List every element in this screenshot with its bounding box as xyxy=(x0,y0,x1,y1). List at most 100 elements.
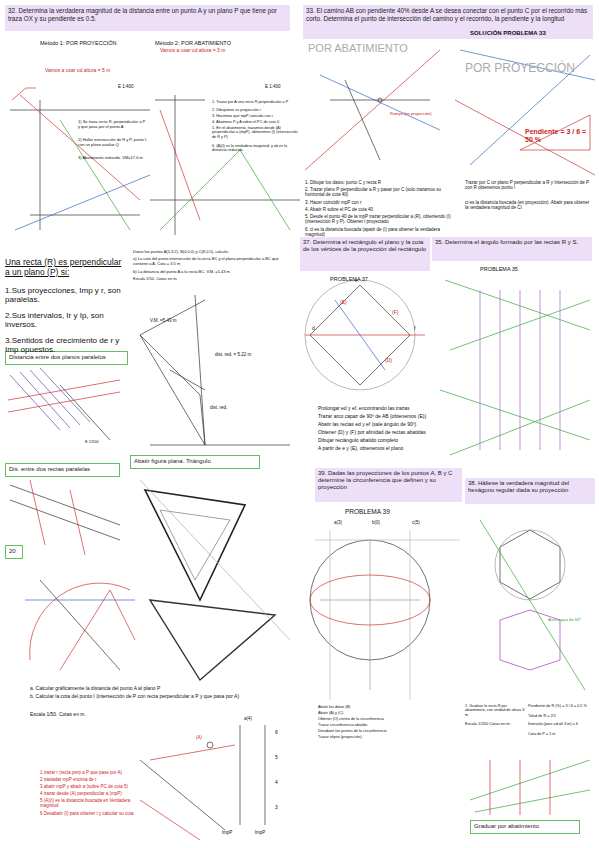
annotation: 4. Abatimos P y A sobre el PC de cota 0 xyxy=(212,120,300,124)
node-text: 33. El camino AB con pendiente 40% desde… xyxy=(306,7,590,22)
annotation: d xyxy=(312,326,322,332)
annotation: Trazar circunferencia abatida xyxy=(318,723,458,727)
node-text: Graduar por abatimiento xyxy=(474,823,576,830)
annotation: 2) Hallar intersección de R y P, punto I… xyxy=(78,138,148,147)
node-text: 20 xyxy=(9,548,19,555)
problem-header: 37. Determina el rectángulo el plano y l… xyxy=(300,237,430,271)
annotation: b(0) xyxy=(372,520,392,525)
node-text: Abatir figura plana. Triángulo xyxy=(134,458,256,465)
annotation: Pendiente = 3 / 6 = 50 % xyxy=(525,128,593,144)
annotation: e xyxy=(355,278,365,284)
annotation: a. Calcular gráficamente la distancia de… xyxy=(30,686,280,692)
annotation: 3 abatir mpP y abatir a (sobre PC de cot… xyxy=(40,784,145,789)
annotation: Abatir los datos (B) xyxy=(318,705,458,709)
annotation: a(3) xyxy=(334,520,354,525)
annotation: E 1:400 xyxy=(265,84,299,89)
annotation: Trazar por C un plano P perpendicular a … xyxy=(465,180,593,190)
topic-box: Graduar por abatimiento xyxy=(470,820,580,834)
node-text: 32. Determina la verdadera magnitud de l… xyxy=(8,7,287,22)
annotation: dist. red. xyxy=(210,405,250,410)
annotation: PROBLEMA 37 xyxy=(330,276,390,282)
annotation: b) La distancia del punto A a la recta B… xyxy=(133,270,293,275)
annotation: dist. red. = 5.22 m xyxy=(215,352,275,357)
annotation: PROBLEMA 39 xyxy=(345,508,425,515)
node-text: 37. Determina el rectángulo el plano y l… xyxy=(303,239,427,253)
annotation: 1. Dibujar los datos: punto C y recta R xyxy=(305,180,455,185)
topic-box: Dis. entre dos rectas paralelas xyxy=(5,463,120,477)
annotation: Pendiente de R (%) = 3 / 6 = 0.5 % xyxy=(528,704,596,708)
annotation: 2. Dibujamos su proyección r xyxy=(212,108,300,112)
annotation: POR PROYECCIÓN xyxy=(465,62,595,76)
annotation: 5. Desde el punto 40 de la mpP trazar pe… xyxy=(305,214,455,224)
annotation: 1.Sus proyecciones, Imp y r, son paralel… xyxy=(5,286,127,304)
annotation: A partir de e y (E), obtenemos el plano xyxy=(318,446,448,452)
annotation: lmpP xyxy=(222,830,242,835)
annotation: ci es la distancia buscada (en proyecció… xyxy=(465,200,593,210)
topic-box: 20 xyxy=(5,545,23,559)
annotation: 3 xyxy=(275,805,285,811)
problem-header: 32. Determina la verdadera magnitud de l… xyxy=(5,5,290,31)
annotation: Prolongar ed y ef, encontrando las traza… xyxy=(318,406,448,412)
annotation: 3) Abatimiento reducido. VM=17.6 m xyxy=(78,156,148,161)
annotation: Desabatir los puntos de la circunferenci… xyxy=(318,729,458,733)
annotation: 5 xyxy=(275,755,285,761)
annotation: a) La cota del punto intersección de la … xyxy=(133,257,293,266)
annotation: (D) xyxy=(385,358,399,364)
annotation: 2. Graduar la recta R por abatimiento, c… xyxy=(465,704,525,717)
annotation: Escala 1/50. Cotas en m. xyxy=(133,277,293,282)
annotation: Intervalo (para ud alt 3 m) = 6 xyxy=(528,722,596,726)
annotation: 4. Abatir R sobre el PC de cota 40 xyxy=(305,207,455,212)
annotation: Una recta (R) es perpendicular a un plan… xyxy=(5,258,127,278)
node-text: 35. Determina el ángulo formado por las … xyxy=(435,239,589,246)
node-text: Distancia entre dos planos paralelos xyxy=(9,354,124,361)
annotation: 4 trazar desde (A) perpendicular a (mpP) xyxy=(40,791,145,796)
annotation: Abatir (A) y (C) xyxy=(318,711,458,715)
annotation: 5. En el abatimiento, trazamos desde (A)… xyxy=(212,126,300,139)
annotation: 3.Sentidos de crecimiento de r y Imp opu… xyxy=(5,336,127,354)
problem-header: 38. Háliese la verdadera magnitud del he… xyxy=(465,478,595,504)
annotation: 2.Sus intervalos, Ir y Ip, son inversos. xyxy=(5,311,127,329)
annotation: SOLUCIÓN PROBLEMA 33 xyxy=(470,30,585,37)
annotation: 2. Trazar plano P perpendicular a R y pa… xyxy=(305,187,455,197)
annotation: 2 trasladar mpP encima de r xyxy=(40,777,145,782)
node-text: 39. Dadas las proyecciones de los puntos… xyxy=(318,470,459,492)
annotation: V.M. =5.43 m xyxy=(150,318,200,323)
annotation: Talud de R = 2/1 xyxy=(528,714,596,718)
annotation: lmpP xyxy=(255,830,275,835)
annotation: 6. ci es la distancia buscada (apatir de… xyxy=(305,227,455,237)
annotation: Método 2: POR ABATIMIENTO xyxy=(155,40,285,46)
annotation: 3. Hacemos que mpP coincida con r xyxy=(212,114,300,118)
problem-header: 33. El camino AB con pendiente 40% desde… xyxy=(303,5,593,39)
topic-box: Abatir figura plana. Triángulo xyxy=(130,455,260,469)
annotation: 1) Se traza recta R, perpendicular a P y… xyxy=(78,120,148,129)
annotation: 1. Trazar por A una recta R perpendicula… xyxy=(212,100,300,104)
annotation: (E) xyxy=(340,300,354,306)
annotation: Obtener (D) y (F) por afinidad de rectas… xyxy=(318,430,448,436)
annotation: Obtener (O) centro de la circunferencia xyxy=(318,717,458,721)
annotation: PROBLEMA 35 xyxy=(480,266,560,272)
annotation: 4 xyxy=(275,780,285,786)
annotation: Abatir las rectas ed y ef (sale ángulo d… xyxy=(318,422,448,428)
annotation: b. Calcular la cota del punto I (interse… xyxy=(30,694,280,700)
annotation: 3. Hacer coincidir mpP con r xyxy=(305,200,455,205)
annotation: (F) xyxy=(392,310,406,316)
annotation: Trazar arco capaz de 90º de AB (obtenemo… xyxy=(318,414,448,420)
annotation: (A) xyxy=(196,735,210,740)
annotation: Rampa (en proyección) xyxy=(390,112,450,117)
annotation: a(4) xyxy=(244,716,262,721)
node-text: 38. Háliese la verdadera magnitud del he… xyxy=(468,480,592,494)
annotation: Método 1: POR PROYECCIÓN xyxy=(40,40,155,46)
annotation: Cota de P = 5 m xyxy=(528,732,596,736)
annotation: Escala 1/50. Cotas en m. xyxy=(30,712,130,718)
annotation: Escala 1/200 Cotas en m. xyxy=(465,722,525,727)
annotation: 6. (A)(I) es la verdadera magnitud, y ab… xyxy=(212,144,300,153)
annotation: POR ABATIMIENTO xyxy=(308,42,438,55)
annotation: Vamos a usar ud altura = 5 m xyxy=(45,68,155,74)
annotation: E 1:400 xyxy=(118,84,158,89)
annotation: Arco capaz de 60º xyxy=(548,618,593,623)
annotation: Dibujar rectángulo abatido completo xyxy=(318,438,448,444)
annotation: f xyxy=(414,326,424,332)
annotation: Vamos a usar ud altura = 3 m xyxy=(160,48,275,54)
annotation: c(5) xyxy=(412,520,432,525)
